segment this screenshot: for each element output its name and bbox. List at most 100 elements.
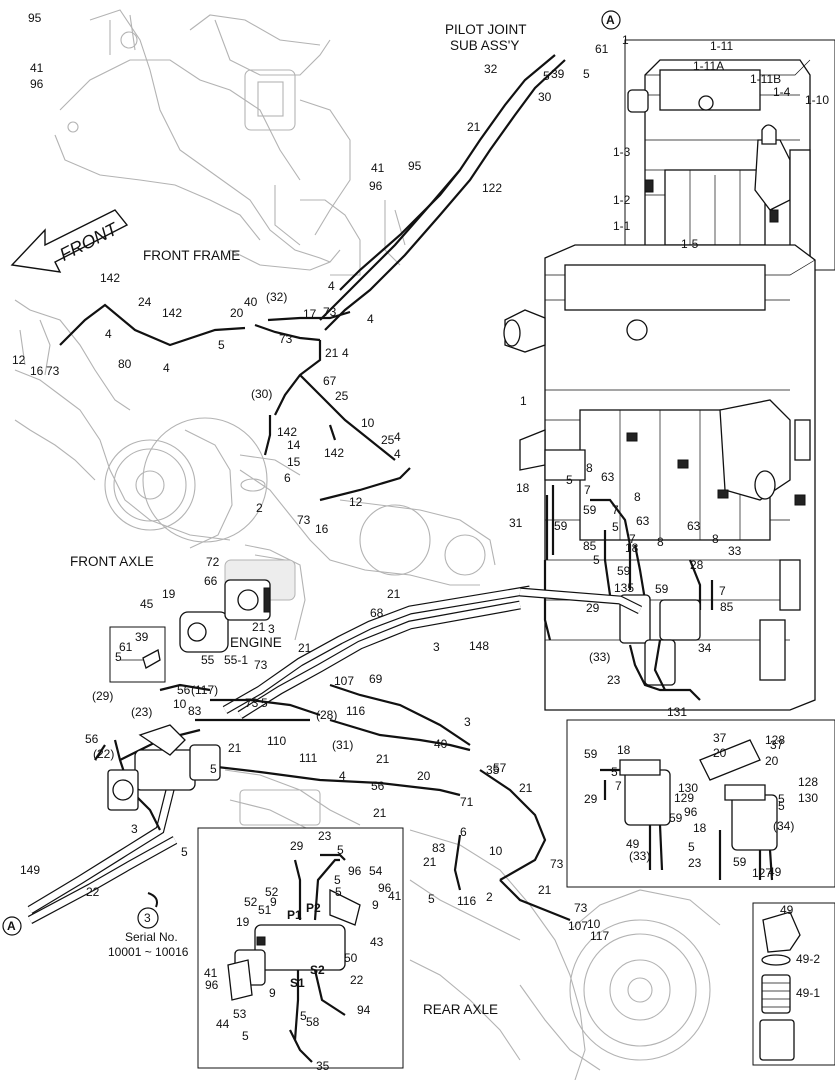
callout-engine-pump-36: 5 <box>210 762 217 776</box>
reference-markers <box>2 10 621 936</box>
callout-engine-pump-45: 21 <box>373 806 387 820</box>
callout-front-lines-17: 4 <box>367 312 374 326</box>
callout-engine-pump-61: 117 <box>590 929 609 943</box>
callout-front-lines-16: 17 <box>303 307 317 321</box>
callout-engine-pump-16: 21 <box>298 641 312 655</box>
radiator-assembly <box>503 244 816 711</box>
callout-cooler-area-26: 29 <box>586 601 600 615</box>
callout-pump-detail-25: 58 <box>306 1015 320 1029</box>
callout-frame-area-8: 32 <box>484 62 498 76</box>
callout-front-lines-13: 73 <box>279 332 293 346</box>
callout-pump-detail-26: 5 <box>242 1029 249 1043</box>
callout-front-lines-5: 12 <box>12 353 26 367</box>
callout-filter-detail-11: 129 <box>674 791 694 805</box>
callout-engine-pump-4: 68 <box>370 606 384 620</box>
callout-engine-pump-28: 116 <box>346 704 365 718</box>
front-axle-heading: FRONT AXLE <box>70 554 154 569</box>
callout-front-lines-7: 73 <box>46 364 60 378</box>
callout-engine-pump-38: 57 <box>493 761 507 775</box>
callout-pump-detail-19: 9 <box>269 986 276 1000</box>
cooler-lines <box>545 485 714 701</box>
callout-filter-detail-8: 7 <box>615 779 622 793</box>
callout-front-lines-28: 25 <box>381 433 395 447</box>
callout-frame-area-10: 5 <box>543 69 550 83</box>
callout-front-lines-22: 25 <box>335 389 349 403</box>
callout-frame-area-4: 96 <box>369 179 383 193</box>
callout-engine-pump-5: 21 <box>387 587 401 601</box>
callout-radiator-detail-2: 1-11B <box>750 72 781 86</box>
callout-filter-detail-22: (33) <box>629 849 650 863</box>
callout-engine-pump-25: 5 <box>261 696 268 710</box>
callout-filter-detail-3: 37 <box>770 738 784 752</box>
callout-pump-detail-22: 5 <box>300 1009 307 1023</box>
callout-cooler-area-4: 63 <box>601 470 615 484</box>
callout-engine-pump-60: 10 <box>587 917 601 931</box>
callout-element-detail-2: 49-1 <box>796 986 820 1000</box>
engine-heading: ENGINE <box>230 635 282 650</box>
callout-engine-pump-27: (28) <box>316 708 337 722</box>
callout-front-lines-30: 142 <box>324 446 344 460</box>
callout-engine-pump-23: 10 <box>173 697 187 711</box>
callout-radiator-detail-1: 1-11A <box>693 59 724 73</box>
callout-engine-pump-41: 111 <box>299 751 318 765</box>
callout-radiator-detail-8: 1-5 <box>681 237 699 251</box>
callout-front-lines-33: 12 <box>349 495 363 509</box>
callout-filter-detail-20: 59 <box>669 811 683 825</box>
callout-engine-pump-30: 110 <box>267 734 286 748</box>
callout-cooler-area-13: 85 <box>583 539 597 553</box>
callout-engine-pump-46: 3 <box>131 822 138 836</box>
callout-frame-area-12: 5 <box>583 67 590 81</box>
callout-radiator-detail-4: 1-10 <box>805 93 829 107</box>
callout-engine-pump-54: 2 <box>486 890 493 904</box>
callout-cooler-area-30: 131 <box>667 705 687 719</box>
callout-cooler-area-21: 28 <box>690 558 704 572</box>
callout-engine-pump-39: 20 <box>417 769 431 783</box>
front-axle-ghost <box>14 299 496 586</box>
callout-cooler-area-19: 33 <box>728 544 742 558</box>
callout-cooler-area-6: 31 <box>509 516 523 530</box>
callout-filter-detail-26: 49 <box>768 865 782 879</box>
callout-engine-pump-33: 3 <box>464 715 471 729</box>
callout-engine-pump-12: 55-1 <box>224 653 248 667</box>
callout-frame-area-7: 122 <box>482 181 502 195</box>
callout-front-lines-2: 142 <box>162 306 182 320</box>
callout-engine-pump-59: 107 <box>568 919 588 933</box>
pilot-joint-heading-2: SUB ASS'Y <box>450 38 519 53</box>
callout-cooler-area-3: 8 <box>586 461 593 475</box>
callout-pump-detail-12: 9 <box>372 898 379 912</box>
callout-engine-pump-31: (31) <box>332 738 353 752</box>
callout-pump-detail-11: 5 <box>335 885 342 899</box>
thick-hoses <box>27 585 643 924</box>
callout-filter-detail-25: 59 <box>733 855 747 869</box>
callout-front-lines-10: 40 <box>244 295 258 309</box>
callout-engine-pump-34: 56 <box>85 732 99 746</box>
callout-frame-area-2: 96 <box>30 77 44 91</box>
callout-pump-detail-13: 19 <box>236 915 250 929</box>
callout-cooler-area-24: 135 <box>614 581 634 595</box>
element-detail-box <box>752 902 835 1066</box>
callout-engine-pump-26: 83 <box>188 704 202 718</box>
callout-cooler-area-28: 23 <box>607 673 621 687</box>
callout-radiator-detail-7: 1-1 <box>613 219 631 233</box>
callout-front-lines-9: 4 <box>328 279 335 293</box>
callout-engine-pump-32: 21 <box>376 752 390 766</box>
callout-filter-detail-18: (34) <box>773 819 794 833</box>
callout-cooler-area-9: 7 <box>612 503 619 517</box>
callout-engine-pump-3: 19 <box>162 587 176 601</box>
callout-pump-detail-17: 41 <box>204 966 218 980</box>
callout-cooler-area-15: 7 <box>629 532 636 546</box>
callout-engine-pump-51: 10 <box>489 844 503 858</box>
callout-frame-area-0: 95 <box>28 11 42 25</box>
callout-engine-pump-20: (117) <box>191 683 218 697</box>
callout-filter-detail-12: 96 <box>684 805 698 819</box>
callout-engine-pump-40: 35 <box>486 763 500 777</box>
pump-detail-box <box>197 827 404 1069</box>
callout-cooler-area-12: 8 <box>657 535 664 549</box>
front-frame-heading: FRONT FRAME <box>143 248 240 263</box>
callout-filter-detail-6: 20 <box>765 754 779 768</box>
callout-engine-pump-15: 69 <box>369 672 383 686</box>
callout-front-lines-24: 14 <box>287 438 301 452</box>
ref-a-top: A <box>606 13 615 27</box>
callout-filter-detail-15: 29 <box>584 792 598 806</box>
